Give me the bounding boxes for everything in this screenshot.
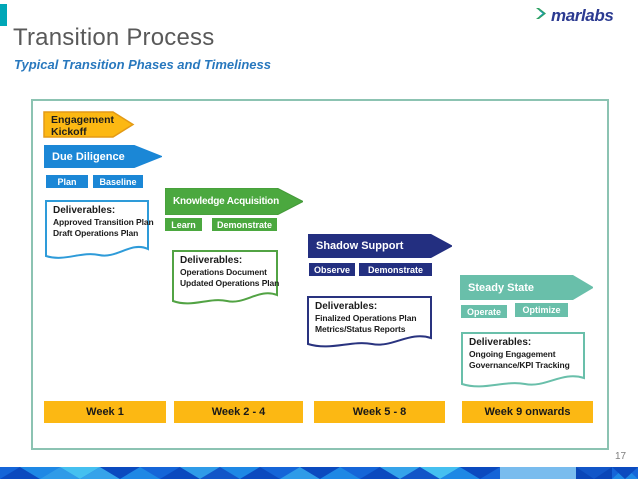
week-bar-1: Week 1 [44, 401, 166, 423]
week-label: Week 9 onwards [484, 406, 571, 418]
deliverables-wave-shape [45, 200, 149, 259]
week-label: Week 1 [86, 406, 124, 418]
deliverables-callout-shadow-support: Deliverables: Finalized Operations Plan … [307, 296, 432, 351]
phase-arrow-steady-state: Steady State [460, 275, 593, 300]
week-label: Week 2 - 4 [211, 406, 266, 418]
footer-triangle-band [0, 467, 638, 479]
step-box-operate: Operate [461, 305, 507, 318]
deliverable-item: Draft Operations Plan [53, 227, 139, 238]
deliverables-callout-knowledge-acquisition: Deliverables: Operations Document Update… [172, 250, 279, 308]
page-number: 17 [615, 451, 627, 462]
slide-title: Transition Process [13, 24, 215, 51]
step-box-demonstrate: Demonstrate [359, 263, 432, 276]
step-label: Observe [313, 264, 351, 275]
step-box-learn: Learn [165, 218, 202, 231]
phase-label: Shadow Support [316, 240, 404, 252]
phase-label: Due Diligence [52, 150, 125, 163]
phase-arrow-shape [44, 145, 162, 168]
deliverables-text: Deliverables: Finalized Operations Plan … [315, 301, 417, 334]
week-label: Week 5 - 8 [352, 406, 407, 418]
deliverable-item: Finalized Operations Plan [315, 313, 417, 323]
deliverable-item: Ongoing Engagement [469, 349, 556, 359]
phase-arrow-due-diligence: Due Diligence [44, 145, 162, 168]
step-label: Learn [171, 219, 196, 230]
deliverables-heading: Deliverables: [180, 255, 243, 266]
slide-subtitle: Typical Transition Phases and Timeliness [14, 57, 271, 72]
step-label: Demonstrate [216, 219, 272, 230]
kickoff-arrow-shape [43, 111, 135, 138]
week-bar-4: Week 9 onwards [462, 401, 593, 423]
deliverables-callout-steady-state: Deliverables: Ongoing Engagement Governa… [461, 332, 585, 391]
deliverable-item: Operations Document [180, 267, 267, 277]
marlabs-logo: marlabs [534, 6, 614, 26]
phase-arrow-shape [460, 275, 593, 300]
kickoff-label-line1: Engagement [51, 114, 115, 126]
week-bar-3: Week 5 - 8 [314, 401, 445, 423]
deliverables-text: Deliverables: Operations Document Update… [180, 255, 279, 288]
step-box-observe: Observe [309, 263, 355, 276]
week-bar-2: Week 2 - 4 [174, 401, 303, 423]
phase-label: Steady State [468, 281, 535, 294]
phase-arrow-shape [308, 234, 452, 258]
phase-arrow-shadow-support: Shadow Support [308, 234, 452, 258]
deliverables-wave-shape [172, 250, 278, 305]
logo-wordmark: marlabs [551, 6, 614, 25]
deliverables-wave-shape [307, 296, 432, 348]
deliverables-callout-due-diligence: Deliverables: Approved Transition Plan D… [45, 200, 154, 263]
deliverable-item: Updated Operations Plan [180, 277, 280, 288]
step-box-baseline: Baseline [93, 175, 143, 188]
step-label: Optimize [522, 305, 561, 315]
deliverables-text: Deliverables: Ongoing Engagement Governa… [469, 337, 570, 370]
deliverables-heading: Deliverables: [469, 337, 532, 348]
step-label: Baseline [99, 176, 137, 187]
deliverable-item: Metrics/Status Reports [315, 323, 406, 334]
phase-arrow-shape [165, 188, 303, 215]
step-box-optimize: Optimize [515, 303, 568, 317]
step-label: Demonstrate [367, 264, 423, 275]
kickoff-label: Engagement Kickoff [51, 114, 114, 139]
deliverables-heading: Deliverables: [53, 205, 116, 216]
phase-label: Knowledge Acquisition [173, 196, 279, 207]
deliverables-text: Deliverables: Approved Transition Plan D… [53, 205, 154, 238]
deliverable-item: Approved Transition Plan [53, 217, 154, 227]
deliverable-item: Governance/KPI Tracking [469, 359, 570, 370]
deliverables-heading: Deliverables: [315, 301, 378, 312]
deliverables-wave-shape [461, 332, 585, 388]
kickoff-arrow: Engagement Kickoff [43, 111, 135, 138]
corner-accent-bar [0, 4, 7, 26]
phase-arrow-knowledge-acquisition: Knowledge Acquisition [165, 188, 303, 215]
step-label: Operate [466, 306, 501, 317]
step-box-plan: Plan [46, 175, 88, 188]
logo-chevron-icon [534, 6, 549, 26]
step-label: Plan [57, 176, 77, 187]
step-box-demonstrate: Demonstrate [212, 218, 277, 231]
kickoff-label-line2: Kickoff [51, 126, 87, 139]
